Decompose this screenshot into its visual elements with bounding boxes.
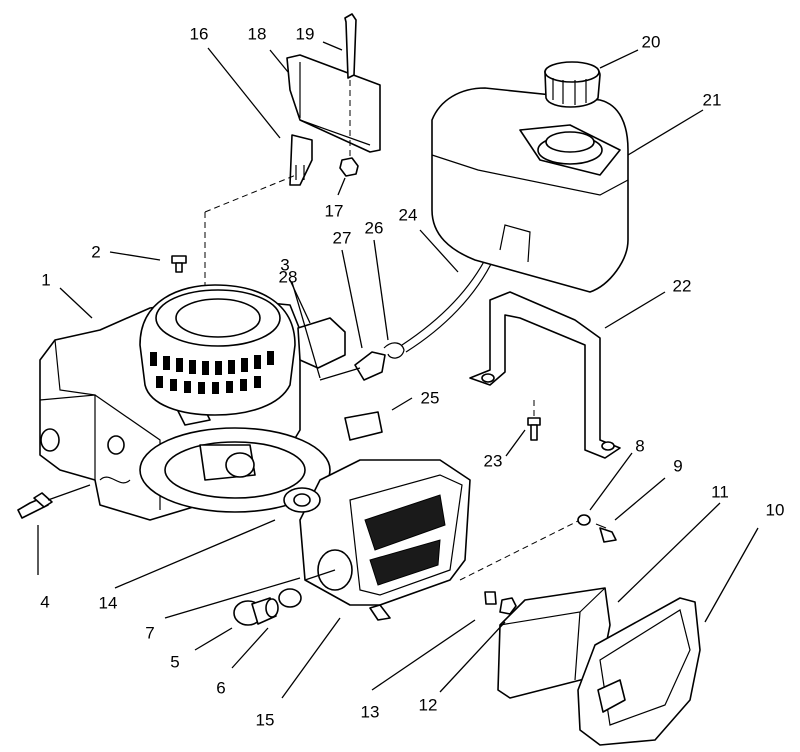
fuel-tank bbox=[431, 87, 629, 293]
callout-3: 3 bbox=[280, 255, 290, 275]
callout-16: 16 bbox=[189, 24, 209, 44]
callout-19: 19 bbox=[295, 24, 315, 44]
air-cleaner-base bbox=[283, 459, 471, 621]
callout-21: 21 bbox=[702, 90, 722, 110]
callout-20: 20 bbox=[641, 32, 661, 52]
lever bbox=[297, 317, 346, 369]
bolt bbox=[171, 255, 187, 273]
nut bbox=[339, 157, 359, 177]
hose-clamp bbox=[383, 342, 405, 359]
callout-5: 5 bbox=[170, 652, 180, 672]
callout-2: 2 bbox=[91, 242, 101, 262]
callout-7: 7 bbox=[145, 623, 155, 643]
callout-25: 25 bbox=[420, 388, 440, 408]
spark-plug bbox=[17, 484, 91, 519]
fuel-cap bbox=[544, 61, 601, 108]
nut-12 bbox=[499, 597, 517, 615]
screw bbox=[595, 523, 617, 543]
control-bracket bbox=[289, 134, 313, 186]
callout-13: 13 bbox=[360, 702, 380, 722]
stud bbox=[484, 591, 497, 605]
callout-9: 9 bbox=[673, 456, 683, 476]
decal bbox=[344, 411, 383, 441]
callout-15: 15 bbox=[255, 710, 275, 730]
callout-8: 8 bbox=[635, 436, 645, 456]
callout-1: 1 bbox=[41, 270, 51, 290]
breather-cap bbox=[233, 597, 279, 626]
callout-28: 28 bbox=[278, 267, 298, 287]
callout-18: 18 bbox=[247, 24, 267, 44]
callout-26: 26 bbox=[364, 218, 384, 238]
fuel-line bbox=[401, 249, 495, 353]
callout-23: 23 bbox=[483, 451, 503, 471]
cover-plate bbox=[286, 54, 381, 153]
callout-12: 12 bbox=[418, 695, 438, 715]
callout-27: 27 bbox=[332, 228, 352, 248]
blower-housing bbox=[139, 284, 296, 416]
callout-17: 17 bbox=[324, 201, 344, 221]
throttle-rod bbox=[344, 13, 357, 79]
leader-lines bbox=[37, 41, 759, 699]
callout-4: 4 bbox=[40, 592, 50, 612]
fuel-shutoff-valve bbox=[319, 351, 386, 381]
callout-11: 11 bbox=[711, 482, 729, 502]
bracket-bolt bbox=[527, 417, 541, 441]
callout-22: 22 bbox=[672, 276, 692, 296]
tank-bracket bbox=[469, 291, 621, 459]
air-cleaner-cover bbox=[577, 597, 701, 746]
callout-10: 10 bbox=[765, 500, 785, 520]
callout-6: 6 bbox=[216, 678, 226, 698]
callout-14: 14 bbox=[98, 593, 118, 613]
callout-24: 24 bbox=[398, 205, 418, 225]
breather-gasket bbox=[278, 588, 302, 608]
washer bbox=[577, 514, 591, 526]
